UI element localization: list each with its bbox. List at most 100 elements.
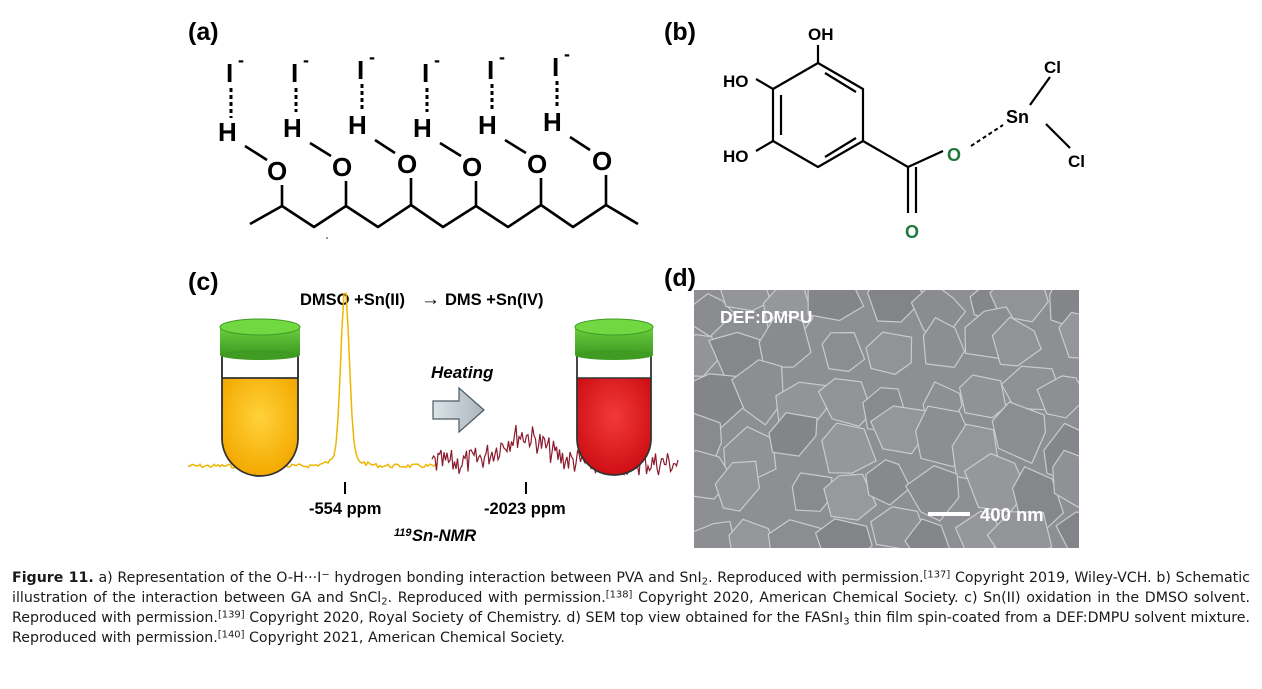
caption-reference: [137] xyxy=(923,569,951,581)
iodide-ion: I xyxy=(422,58,429,88)
iodide-column-5: I - H xyxy=(478,47,505,140)
caption-reference: [139] xyxy=(217,609,245,621)
chloride-bottom: Cl xyxy=(1068,152,1085,171)
caption-sup: − xyxy=(321,569,330,581)
hydroxyl-low: HO xyxy=(723,147,749,166)
sem-grain xyxy=(866,290,926,323)
iodide-ion: I xyxy=(291,58,298,88)
caption-text: thin film spin-coated from a DEF:DMPU so… xyxy=(12,610,1250,646)
hydroxyl-top: OH xyxy=(808,25,834,44)
scale-bar-label: 400 nm xyxy=(980,504,1044,525)
iodide-ion: I xyxy=(487,55,494,85)
iodide-column-3: I - H xyxy=(348,47,375,140)
caption-reference: [140] xyxy=(217,629,245,641)
panel-a-label: (a) xyxy=(188,18,219,46)
oxygen-atom: O xyxy=(462,152,482,182)
caption-sub: 2 xyxy=(701,576,709,588)
caption-text: . Reproduced with permission. xyxy=(387,590,606,606)
caption-sub: 2 xyxy=(381,596,388,608)
oxygen-atom: O xyxy=(592,146,612,176)
nmr-trace-yellow xyxy=(187,292,437,470)
sem-grain xyxy=(731,359,784,426)
iodide-ion: I xyxy=(357,55,364,85)
pva-backbone xyxy=(249,203,639,229)
caption-text: Copyright 2021, American Chemical Societ… xyxy=(244,630,565,646)
iodide-column-1: I - H xyxy=(218,50,244,147)
sem-grain xyxy=(958,374,1007,419)
sem-grain xyxy=(768,412,818,457)
sem-grain xyxy=(791,472,833,512)
reaction-equation: DMSO +Sn(II) → DMS +Sn(IV) xyxy=(300,289,544,310)
panel-d-label: (d) xyxy=(664,264,696,292)
hydrogen-atom: H xyxy=(218,117,237,147)
iodide-charge: - xyxy=(369,47,375,67)
sem-grain xyxy=(922,316,966,368)
sem-grain xyxy=(814,518,873,548)
peak-label-right: -2023 ppm xyxy=(484,500,566,518)
sem-grain xyxy=(865,331,913,375)
oxygen-atom: O xyxy=(527,149,547,179)
sem-grain xyxy=(1052,449,1079,508)
iodide-charge: - xyxy=(238,50,244,70)
oxygen-atom: O xyxy=(397,149,417,179)
hydrogen-atom: H xyxy=(543,107,562,137)
iodide-ion: I xyxy=(226,58,233,88)
peak-label-left: -554 ppm xyxy=(309,500,381,518)
hydrogen-atom: H xyxy=(413,113,432,143)
sem-grain xyxy=(758,310,812,368)
iodide-charge: - xyxy=(499,47,505,67)
sem-grain xyxy=(821,331,866,373)
sem-grain xyxy=(1036,375,1079,419)
iodide-charge: - xyxy=(564,44,570,64)
sem-grain xyxy=(991,401,1047,465)
iodide-charge: - xyxy=(434,50,440,70)
sem-grain xyxy=(1055,511,1079,548)
caption-label: Figure 11. xyxy=(12,570,94,586)
reaction-arrow-icon: → xyxy=(421,289,440,310)
panel-d: (d) DEF:DMPU 400 nm xyxy=(664,264,1079,548)
sem-grain xyxy=(904,465,960,522)
nmr-isotope: 119 xyxy=(394,527,412,539)
vial-after-heating xyxy=(574,318,654,476)
sem-grain xyxy=(1058,311,1079,359)
figure-11: (a) I - H I - H I - H I - H I - xyxy=(187,18,1085,548)
panel-c-label: (c) xyxy=(188,268,219,296)
tin-atom: Sn xyxy=(1006,107,1029,127)
sem-grain xyxy=(720,290,772,312)
reaction-products: DMS +Sn(IV) xyxy=(445,291,544,309)
panel-a: (a) I - H I - H I - H I - H I - xyxy=(188,18,639,239)
vial-before-heating xyxy=(219,318,301,477)
panel-b: (b) OH HO HO O O Sn Cl Cl xyxy=(664,18,1085,242)
hydroxyl-mid: HO xyxy=(723,72,749,91)
iodide-charge: - xyxy=(303,50,309,70)
carbonyl-oxygen: O xyxy=(905,222,919,242)
figure-caption: Figure 11. a) Representation of the O-H·… xyxy=(12,568,1250,648)
chloride-top: Cl xyxy=(1044,58,1061,77)
sem-grain xyxy=(904,518,950,548)
hydrogen-atom: H xyxy=(348,110,367,140)
sem-grain xyxy=(865,459,912,506)
heating-arrow-icon xyxy=(432,386,485,434)
iodide-column-6: I - H xyxy=(543,44,570,137)
sem-grain xyxy=(821,422,877,474)
hydrogen-atom: H xyxy=(283,113,302,143)
sem-grain xyxy=(991,316,1042,367)
sem-grain xyxy=(986,511,1053,548)
sem-grain xyxy=(714,460,761,512)
panel-c: (c) DMSO +Sn(II) → DMS +Sn(IV) Heating xyxy=(187,268,679,545)
caption-reference: [138] xyxy=(605,589,633,601)
benzene-ring xyxy=(755,45,944,213)
caption-text: Copyright 2020, Royal Society of Chemist… xyxy=(244,610,844,626)
hydrogen-atom: H xyxy=(478,110,497,140)
sem-grain xyxy=(728,518,777,548)
sem-grain xyxy=(807,290,865,322)
oxygen-atom: O xyxy=(267,156,287,186)
caption-text: hydrogen bonding interaction between PVA… xyxy=(329,570,702,586)
heating-label: Heating xyxy=(431,363,494,382)
sem-grain xyxy=(817,377,873,427)
sem-sample-label: DEF:DMPU xyxy=(720,307,812,327)
caption-sub: 3 xyxy=(843,616,850,628)
oxygen-atom: O xyxy=(332,152,352,182)
sem-grain xyxy=(694,520,737,548)
iodide-column-4: I - H xyxy=(413,50,440,143)
